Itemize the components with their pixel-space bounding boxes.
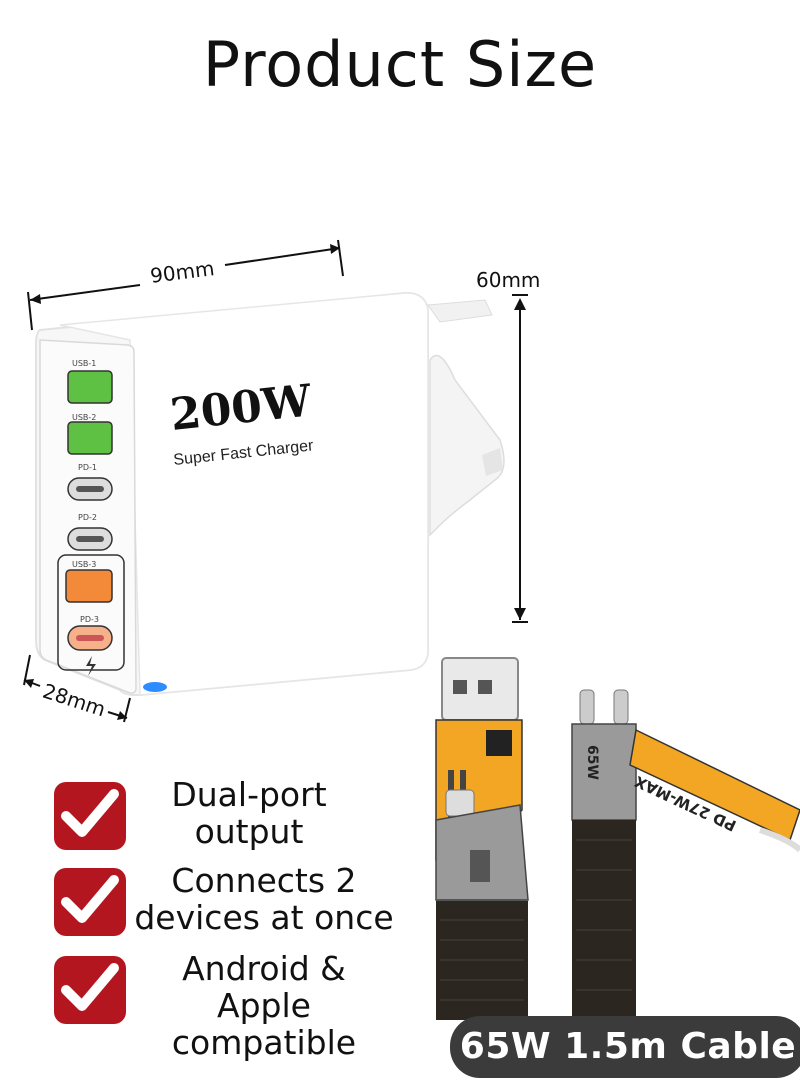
width-dimension-line bbox=[27, 239, 344, 331]
depth-dimension-line bbox=[23, 654, 131, 723]
led-indicator bbox=[143, 682, 167, 692]
charger-illustration: USB-1 USB-2 PD-1 PD-2 USB-3 PD-3 200W Su… bbox=[23, 239, 528, 723]
feature-text: Dual-port output bbox=[171, 775, 327, 851]
feature-text: Android & Apple compatible bbox=[171, 949, 357, 1062]
port-label-usb2: USB-2 bbox=[72, 413, 96, 422]
port-label-pd1: PD-1 bbox=[78, 463, 97, 472]
height-label: 60mm bbox=[476, 268, 541, 292]
port-label-pd3: PD-3 bbox=[80, 615, 99, 624]
charger-ports: USB-1 USB-2 PD-1 PD-2 USB-3 PD-3 bbox=[57, 359, 125, 676]
port-label-usb1: USB-1 bbox=[72, 359, 96, 368]
feature-item: Android & Apple compatible bbox=[54, 950, 384, 1061]
page-title: Product Size bbox=[202, 28, 598, 101]
usb-a-connector bbox=[435, 657, 529, 1020]
cable-label-badge: 65W 1.5m Cable bbox=[450, 1016, 800, 1078]
port-label-pd2: PD-2 bbox=[78, 513, 97, 522]
feature-text: Connects 2 devices at once bbox=[134, 861, 394, 937]
checkmark-icon bbox=[54, 868, 126, 936]
checkmark-icon bbox=[54, 956, 126, 1024]
checkmark-icon bbox=[54, 782, 126, 850]
height-dimension-line bbox=[512, 294, 528, 623]
port-label-usb3: USB-3 bbox=[72, 560, 96, 569]
charger-body bbox=[35, 291, 505, 697]
feature-item: Dual-port output bbox=[54, 776, 384, 862]
cable-tag-left: 65W bbox=[584, 745, 600, 780]
feature-item: Connects 2 devices at once bbox=[54, 862, 394, 948]
usb-c-connector: 65W PD 27W-MAX bbox=[571, 689, 800, 1020]
